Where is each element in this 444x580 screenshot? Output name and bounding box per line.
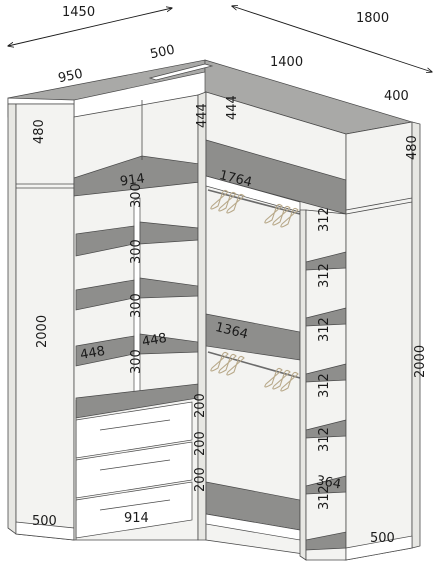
label-312-2: 312	[317, 263, 332, 288]
label-444-b: 444	[225, 95, 240, 120]
label-950: 950	[57, 66, 84, 86]
drawer-handle-3	[99, 499, 171, 511]
left-shelf-1	[75, 225, 135, 257]
label-500-top: 500	[149, 42, 176, 62]
hangers-top	[210, 189, 299, 228]
dimension-arrow-1800	[232, 6, 432, 72]
hangers-bottom	[210, 351, 299, 392]
label-444-a: 444	[195, 103, 210, 128]
label-500-bottom-left: 500	[32, 514, 57, 529]
label-312-5: 312	[317, 427, 332, 452]
right-side-panel	[411, 121, 421, 549]
label-200-1: 200	[193, 393, 208, 418]
label-400: 400	[384, 89, 409, 104]
label-914-bottom: 914	[124, 511, 149, 526]
label-312-6: 312	[317, 485, 332, 510]
dimension-arrow-1450	[8, 8, 172, 46]
label-500-bottom-right: 500	[370, 531, 395, 546]
label-312-1: 312	[317, 207, 332, 232]
right-front-panel	[345, 121, 413, 561]
hanging-rod-top	[207, 189, 301, 215]
label-448-a: 448	[79, 344, 106, 363]
label-300-4: 300	[129, 349, 144, 374]
label-2000-left: 2000	[35, 315, 50, 348]
drawer-handle-1	[99, 419, 171, 431]
label-448-b: 448	[141, 331, 168, 350]
label-1800: 1800	[356, 11, 389, 26]
left-side-panel	[7, 103, 17, 535]
label-300-2: 300	[129, 239, 144, 264]
left-shelf-3	[75, 335, 135, 367]
label-300-1: 300	[129, 183, 144, 208]
label-200-2: 200	[193, 431, 208, 456]
label-312-3: 312	[317, 317, 332, 342]
label-1400: 1400	[270, 55, 303, 70]
label-480-right: 480	[405, 135, 420, 160]
right-column-divider	[299, 209, 307, 561]
label-480-left: 480	[32, 119, 47, 144]
left-shelf-2	[75, 279, 135, 311]
label-2000-right: 2000	[413, 345, 428, 378]
label-1450: 1450	[62, 5, 95, 20]
label-364: 364	[315, 473, 342, 492]
label-200-3: 200	[193, 467, 208, 492]
drawer-handle-2	[99, 459, 171, 471]
label-312-4: 312	[317, 373, 332, 398]
top-board-edge-mid	[148, 63, 214, 81]
label-300-3: 300	[129, 293, 144, 318]
right-plinth	[345, 535, 413, 561]
label-914-top: 914	[119, 171, 146, 189]
